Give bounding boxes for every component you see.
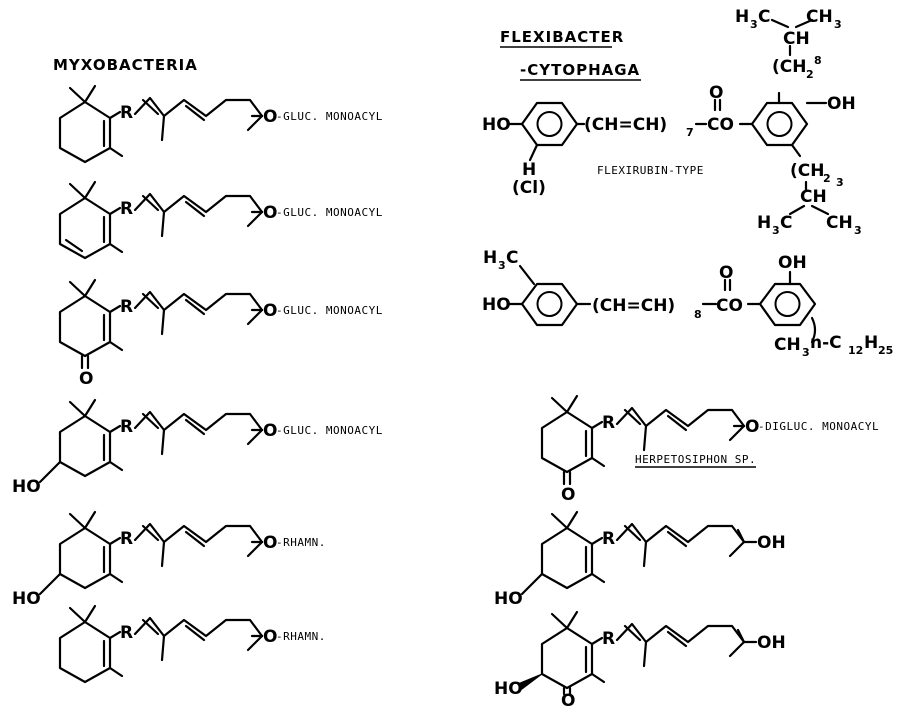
sub-8: 8 <box>694 308 702 321</box>
methyl-group: CH <box>774 335 801 355</box>
hydrogen-atom: H <box>522 160 536 180</box>
carbonyl-ester: CO <box>716 296 743 316</box>
myxo-structure-1: R O -GLUC. MONOACYL <box>58 84 383 164</box>
r-group: R <box>120 623 133 643</box>
methyl-right: CH <box>806 7 833 27</box>
herpetosiphon-structure: O R O -DIGLUC. MONOACYL HERPETOSIPHON SP… <box>540 394 879 505</box>
r-group: R <box>120 199 133 219</box>
myxobacteria-heading: MYXOBACTERIA <box>53 56 198 74</box>
ch2-3-group: (CH <box>790 161 824 181</box>
hydroxyl-group: HO <box>12 477 41 497</box>
methyl-left: H <box>735 7 749 27</box>
hydroxyl-group: OH <box>827 94 856 114</box>
myxo-structure-2: R O -GLUC. MONOACYL <box>58 180 383 260</box>
flexirubin-structure-2: H 3 C HO (CH=CH) 8 CO O OH CH 3 n-C 12 H… <box>482 248 893 359</box>
sub-3: 3 <box>772 224 780 237</box>
polyene-chain-8: (CH=CH) <box>592 296 675 316</box>
carbon: C <box>758 7 770 27</box>
carbonyl-oxygen: O <box>719 263 733 283</box>
methine: CH <box>800 187 827 207</box>
sub-8: 8 <box>814 54 822 67</box>
glucoside-label-2: -GLUC. MONOACYL <box>276 206 383 219</box>
r-group: R <box>120 103 133 123</box>
ch2-8-group: (CH <box>772 57 806 77</box>
hydroxyl-group: OH <box>757 533 786 553</box>
hydroxyl-group: HO <box>494 589 523 609</box>
cytophaga-heading: -CYTOPHAGA <box>520 61 640 79</box>
sub-3: 3 <box>854 224 862 237</box>
glucoside-label-1: -GLUC. MONOACYL <box>276 110 383 123</box>
keto-oxygen: O <box>561 485 575 505</box>
keto-oxygen: O <box>561 691 575 706</box>
polyene-chain-7: (CH=CH) <box>584 115 667 135</box>
r-group: R <box>120 297 133 317</box>
r-group: R <box>602 413 615 433</box>
flexirubin-structure-1: HO H (Cl) (CH=CH) 7 CO O (CH 2 8 CH H 3 … <box>482 7 862 237</box>
sub-3: 3 <box>750 18 758 31</box>
sub-2: 2 <box>806 68 814 81</box>
hydroxy-carotenol-structure: HO R OH <box>494 510 786 609</box>
sub-25: 25 <box>878 344 893 357</box>
keto-hydroxy-carotenol-structure: HO O R OH <box>494 610 786 706</box>
keto-oxygen: O <box>79 369 93 389</box>
hydroxyl-group: OH <box>757 633 786 653</box>
myxo-structure-4: HO R O -GLUC. MONOACYL <box>12 398 383 497</box>
oxygen-atom: O <box>745 417 759 437</box>
myxo-structure-3: O R O -GLUC. MONOACYL <box>58 278 383 389</box>
hydroxyl-group: HO <box>494 679 523 699</box>
oxygen-atom: O <box>263 203 277 223</box>
oxygen-atom: O <box>263 301 277 321</box>
herpetosiphon-label: HERPETOSIPHON SP. <box>635 453 756 466</box>
sub-12: 12 <box>848 344 863 357</box>
oxygen-atom: O <box>263 421 277 441</box>
r-group: R <box>120 417 133 437</box>
rhamnoside-label-2: -RHAMN. <box>276 630 326 643</box>
flexirubin-type-label: FLEXIRUBIN-TYPE <box>597 164 704 177</box>
carbon: C <box>506 248 518 268</box>
hydroxyl-group: HO <box>12 589 41 609</box>
chloro-substituent: (Cl) <box>512 178 546 198</box>
sub-3: 3 <box>836 176 844 189</box>
oxygen-atom: O <box>263 533 277 553</box>
methyl-left: H <box>757 213 771 233</box>
r-group: R <box>602 529 615 549</box>
carbon: C <box>780 213 792 233</box>
methine: CH <box>783 29 810 49</box>
hydroxyl-group: OH <box>778 253 807 273</box>
hydroxyl-group: HO <box>482 295 511 315</box>
r-group: R <box>602 629 615 649</box>
flexibacter-heading: FLEXIBACTER <box>500 28 624 46</box>
sub-3: 3 <box>834 18 842 31</box>
glucoside-label-3: -GLUC. MONOACYL <box>276 304 383 317</box>
sub-7: 7 <box>686 126 694 139</box>
carbonyl-ester: CO <box>707 115 734 135</box>
oxygen-atom: O <box>263 107 277 127</box>
n-dodecyl: n-C <box>810 333 842 353</box>
oxygen-atom: O <box>263 627 277 647</box>
sub-2: 2 <box>823 172 831 185</box>
hydroxyl-group: HO <box>482 115 511 135</box>
myxo-structure-5: HO R O -RHAMN. <box>12 510 326 609</box>
diglucoside-label: -DIGLUC. MONOACYL <box>758 420 879 433</box>
glucoside-label-4: -GLUC. MONOACYL <box>276 424 383 437</box>
methyl-right: CH <box>826 213 853 233</box>
methyl-group: H <box>483 248 497 268</box>
carbonyl-oxygen: O <box>709 83 723 103</box>
rhamnoside-label-1: -RHAMN. <box>276 536 326 549</box>
n-dodecyl-h: H <box>864 333 878 353</box>
sub-3: 3 <box>802 346 810 359</box>
sub-3: 3 <box>498 259 506 272</box>
r-group: R <box>120 529 133 549</box>
myxo-structure-6: R O -RHAMN. <box>58 604 326 684</box>
